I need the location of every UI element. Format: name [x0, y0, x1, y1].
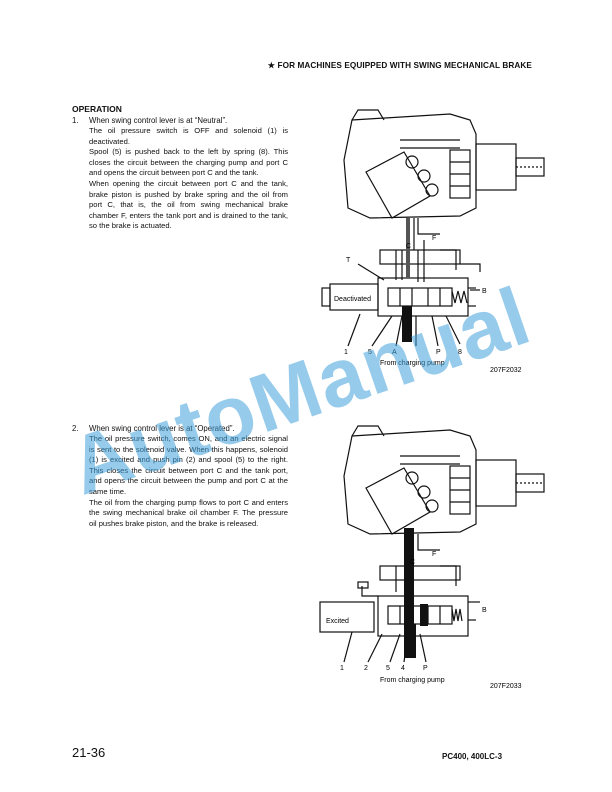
- label-c: C: [410, 559, 415, 566]
- item-number: 2.: [72, 424, 79, 433]
- label-t: T: [346, 257, 351, 264]
- item-heading: When swing control lever is at “Neutral”…: [89, 116, 228, 125]
- label-2: 2: [364, 665, 368, 672]
- label-state: Deactivated: [334, 296, 371, 303]
- label-5: 5: [386, 665, 390, 672]
- label-8: 8: [458, 349, 462, 356]
- label-b: B: [482, 607, 487, 614]
- figure-id: 207F2033: [490, 683, 522, 690]
- section-title: OPERATION: [72, 104, 122, 114]
- brake-diagram-operated: C F B Excited 1 2 5 4 P From charging pu…: [319, 425, 545, 690]
- label-a: A: [392, 349, 397, 356]
- item-paragraph: Spool (5) is pushed back to the left by …: [89, 147, 288, 178]
- operation-item-neutral: 1. When swing control lever is at “Neutr…: [72, 116, 288, 232]
- label-1: 1: [340, 665, 344, 672]
- item-paragraph: The oil pressure switch, comes ON, and a…: [89, 434, 288, 496]
- operation-item-operated: 2. When swing control lever is at “Opera…: [72, 424, 288, 529]
- page-number: 21-36: [72, 745, 106, 760]
- item-paragraph: The oil pressure switch is OFF and solen…: [89, 126, 288, 146]
- brake-diagram-neutral: C F T B Deactivated 1 5 A P 8 From charg…: [321, 109, 545, 374]
- item-heading: When swing control lever is at “Operated…: [89, 424, 235, 433]
- label-5: 5: [368, 349, 372, 356]
- label-f: F: [432, 551, 436, 558]
- label-b: B: [482, 288, 487, 295]
- label-c: C: [406, 243, 411, 250]
- label-1: 1: [344, 349, 348, 356]
- label-from-pump: From charging pump: [380, 677, 445, 684]
- item-number: 1.: [72, 116, 79, 125]
- model-number: PC400, 400LC-3: [442, 752, 503, 761]
- label-p: P: [423, 665, 428, 672]
- label-f: F: [432, 235, 436, 242]
- item-paragraph: When opening the circuit between port C …: [89, 178, 288, 231]
- label-state: Excited: [326, 618, 349, 625]
- page-header: ★ FOR MACHINES EQUIPPED WITH SWING MECHA…: [267, 61, 532, 70]
- label-from-pump: From charging pump: [380, 360, 445, 367]
- label-p: P: [436, 349, 441, 356]
- item-paragraph: The oil from the charging pump flows to …: [89, 497, 288, 528]
- figure-id: 207F2032: [490, 367, 522, 374]
- label-4: 4: [401, 665, 405, 672]
